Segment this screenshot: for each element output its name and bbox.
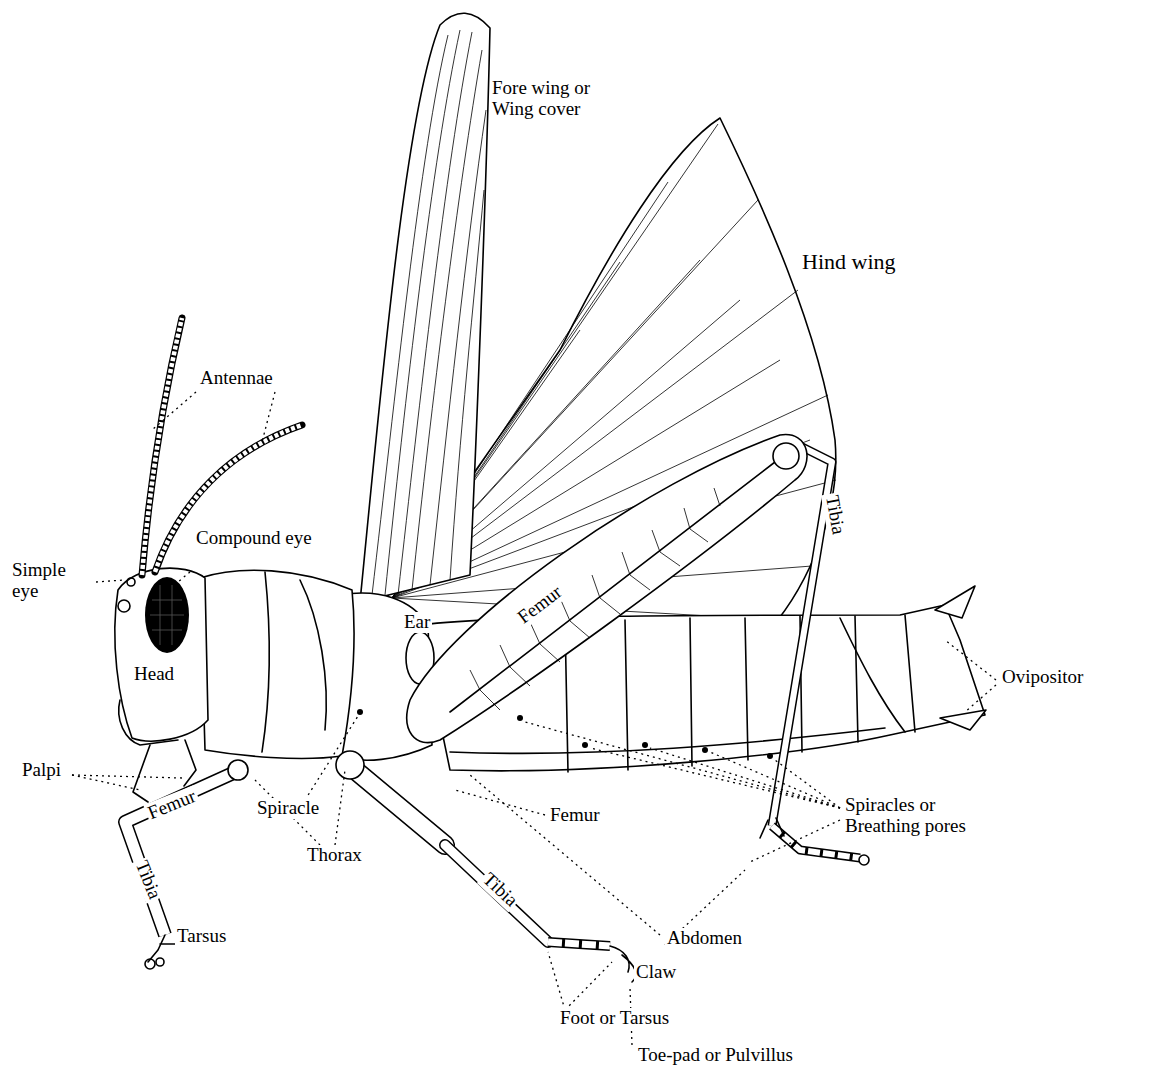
part-label: Palpi — [20, 760, 63, 781]
part-label: Tarsus — [175, 926, 228, 947]
part-label: Ear — [402, 612, 432, 633]
part-label: Head — [132, 664, 176, 685]
part-label: Femur — [548, 805, 602, 826]
part-label: Spiracle — [255, 798, 321, 819]
part-label: Ovipositor — [1000, 667, 1085, 688]
part-label: Thorax — [305, 845, 364, 866]
part-label: Tibia — [130, 856, 166, 904]
part-label: Foot or Tarsus — [558, 1008, 671, 1029]
part-label: Tibia — [477, 868, 523, 913]
part-label: Antennae — [198, 368, 275, 389]
part-label: Simple eye — [10, 560, 96, 602]
wing-label: Fore wing or Wing cover — [490, 78, 614, 120]
leader-lines — [72, 392, 996, 1045]
part-label: Compound eye — [194, 528, 318, 549]
front-leg — [125, 760, 248, 969]
part-label: Spiracles or Breathing pores — [843, 795, 1007, 837]
hind-leg — [407, 435, 869, 865]
part-label: Tibia — [821, 492, 849, 538]
part-label: Toe-pad or Pulvillus — [636, 1045, 795, 1066]
part-label: Abdomen — [665, 928, 744, 949]
head — [115, 568, 208, 802]
part-label: Claw — [634, 962, 678, 983]
middle-leg — [336, 751, 636, 982]
part-label: Femur — [143, 785, 201, 824]
fore-wing — [360, 13, 490, 602]
part-label: Femur — [512, 581, 567, 630]
wing-label: Hind wing — [800, 250, 898, 274]
thorax — [200, 570, 434, 760]
